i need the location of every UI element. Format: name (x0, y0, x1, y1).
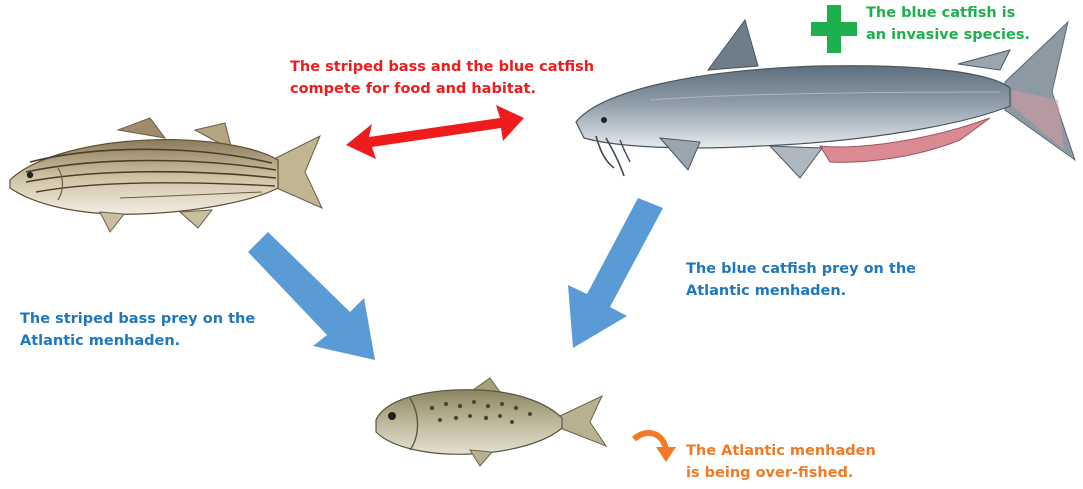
overfished-label-line1: The Atlantic menhaden (686, 440, 876, 462)
overfished-label-line2: is being over-fished. (686, 462, 876, 484)
bass-prey-label-line1: The striped bass prey on the (20, 308, 255, 330)
invasive-plus-icon (811, 5, 857, 53)
competition-label-line1: The striped bass and the blue catfish (290, 56, 594, 78)
invasive-label-line2: an invasive species. (866, 24, 1030, 46)
overfished-curved-arrow-icon (634, 433, 676, 462)
striped-bass-image (10, 118, 322, 232)
competition-label-line2: compete for food and habitat. (290, 78, 594, 100)
atlantic-menhaden-image (376, 378, 606, 466)
catfish-to-menhaden-arrow (568, 198, 663, 348)
catfish-prey-label-line1: The blue catfish prey on the (686, 258, 916, 280)
bass-to-menhaden-arrow (248, 232, 375, 360)
competition-double-arrow-icon (346, 105, 524, 159)
bass-prey-label-line2: Atlantic menhaden. (20, 330, 255, 352)
competition-label: The striped bass and the blue catfish co… (290, 56, 594, 100)
invasive-label: The blue catfish is an invasive species. (866, 2, 1030, 46)
bass-prey-label: The striped bass prey on the Atlantic me… (20, 308, 255, 352)
catfish-prey-label: The blue catfish prey on the Atlantic me… (686, 258, 916, 302)
overfished-label: The Atlantic menhaden is being over-fish… (686, 440, 876, 484)
catfish-prey-label-line2: Atlantic menhaden. (686, 280, 916, 302)
invasive-label-line1: The blue catfish is (866, 2, 1030, 24)
